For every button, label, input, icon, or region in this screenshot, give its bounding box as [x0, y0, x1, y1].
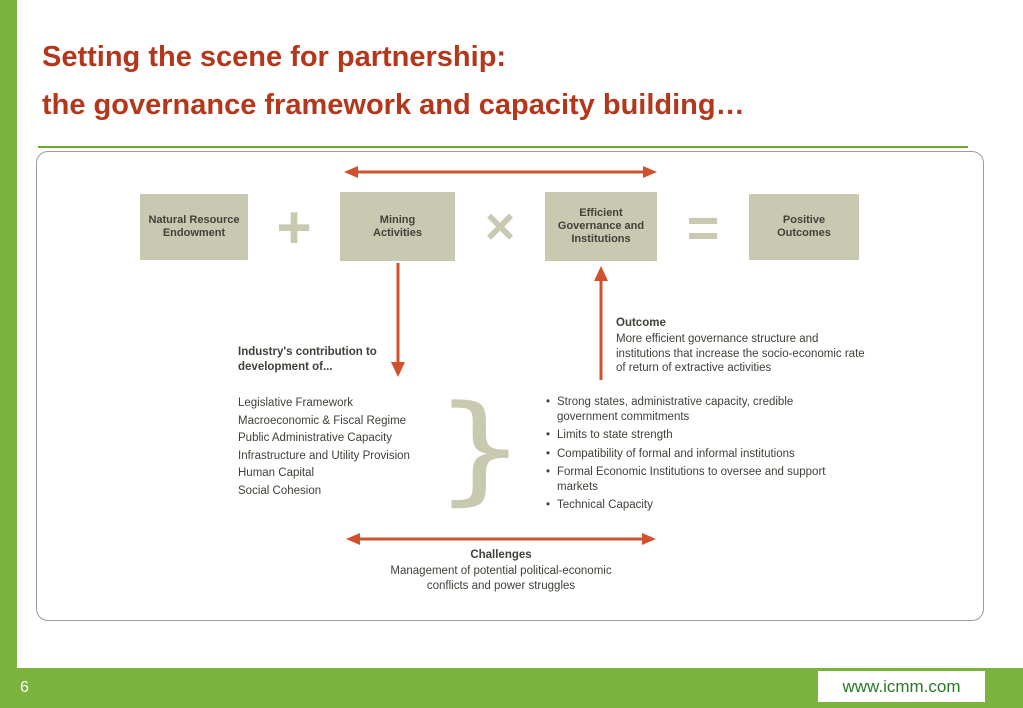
challenges-double-arrow: [346, 533, 656, 545]
title-line-1: Setting the scene for partnership:: [42, 41, 507, 73]
industry-contribution-heading: Industry's contribution to development o…: [238, 346, 377, 373]
box-natural-resource-endowment: Natural Resource Endowment: [140, 194, 248, 260]
governance-bullet-list: Strong states, administrative capacity, …: [545, 395, 835, 517]
outcome-heading: Outcome: [616, 317, 666, 329]
multiply-operator: ×: [484, 198, 516, 256]
box-efficient-governance: Efficient Governance and Institutions: [545, 192, 657, 261]
curly-brace: }: [433, 379, 527, 517]
industry-item: Infrastructure and Utility Provision: [238, 449, 410, 462]
industry-item: Public Administrative Capacity: [238, 432, 393, 444]
website-text: www.icmm.com: [842, 676, 961, 696]
bullet-item: Compatibility of formal and informal ins…: [545, 447, 835, 462]
bullet-item: Formal Economic Institutions to oversee …: [545, 465, 835, 494]
equals-operator: =: [686, 195, 720, 259]
title-line-2: the governance framework and capacity bu…: [42, 89, 745, 121]
industry-item: Human Capital: [238, 467, 315, 479]
industry-contribution-list: Legislative Framework Macroeconomic & Fi…: [238, 395, 448, 500]
website-box: www.icmm.com: [818, 671, 985, 702]
industry-item: Macroeconomic & Fiscal Regime: [238, 414, 407, 427]
left-accent-bar: [0, 0, 17, 708]
interaction-double-arrow: [344, 166, 657, 178]
bullet-item: Technical Capacity: [545, 498, 835, 513]
bullet-item: Limits to state strength: [545, 428, 835, 443]
plus-operator: +: [276, 193, 312, 261]
challenges-heading: Challenges: [470, 549, 532, 561]
box-mining-activities: Mining Activities: [340, 192, 455, 261]
title-underline: [38, 146, 968, 148]
slide-title: Setting the scene for partnership: the g…: [42, 33, 745, 129]
industry-item: Social Cohesion: [238, 484, 322, 497]
outcome-text: More efficient governance structure and …: [616, 333, 865, 374]
mining-down-arrow: [391, 263, 405, 377]
bullet-item: Strong states, administrative capacity, …: [545, 395, 835, 424]
governance-up-arrow: [594, 266, 608, 380]
box-positive-outcomes: Positive Outcomes: [749, 194, 859, 260]
page-number: 6: [20, 679, 29, 696]
industry-item: Legislative Framework: [238, 397, 354, 409]
challenges-text: Management of potential political-econom…: [390, 565, 612, 592]
